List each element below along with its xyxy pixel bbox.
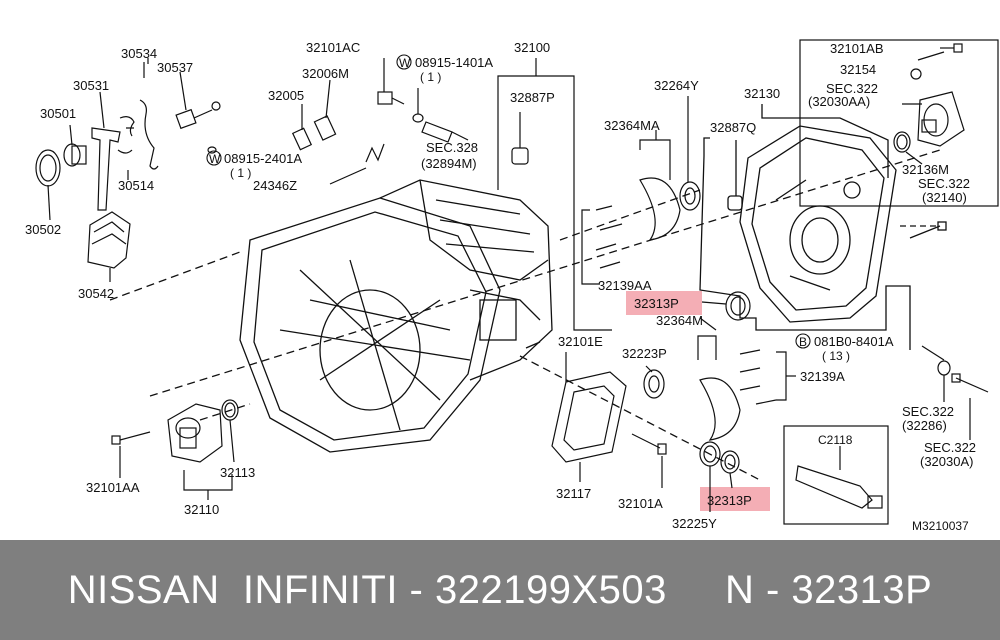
marker-w-2-text: W [209,152,221,166]
marker-w-2-icon [206,150,222,166]
footer-part-number: NISSAN INFINITI - 322199X503 N - 32313P [67,567,933,612]
label-32113: 32113 [220,465,255,480]
label-30531: 30531 [73,78,109,93]
label-32101ac: 32101AC [306,40,360,55]
label-081b0-8401a: 081B0-8401A [814,334,894,349]
label-32030aa-a: (32030AA) [808,94,870,109]
label-32101e: 32101E [558,334,603,349]
label-30542: 30542 [78,286,114,301]
label-30514: 30514 [118,178,154,193]
label-32100: 32100 [514,40,550,55]
label-30501: 30501 [40,106,76,121]
label-sec322-b: SEC.322 [918,176,970,191]
label-sec322-c: SEC.322 [902,404,954,419]
label-32894m: (32894M) [421,156,477,171]
label-sec322-a: SEC.322 [826,81,878,96]
top-right-box [799,39,999,207]
label-32110: 32110 [184,502,219,517]
label-m3210037: M3210037 [912,519,969,533]
label-32101aa: 32101AA [86,480,140,495]
marker-b-icon [795,333,811,349]
label-32030a: (32030A) [920,454,973,469]
label-30537: 30537 [157,60,193,75]
label-081b0-qty: ( 13 ) [822,349,850,363]
gasket-bearing-group [551,352,740,512]
marker-w-1-icon [396,54,412,70]
label-32136m: 32136M [902,162,949,177]
label-30502: 30502 [25,222,61,237]
label-32006m: 32006M [302,66,349,81]
label-32313p-bottom: 32313P [707,493,752,508]
transmission-case [109,149,941,481]
label-08915-1401a: 08915-1401A [415,55,493,70]
label-32117: 32117 [556,486,591,501]
label-30534: 30534 [121,46,157,61]
extension-housing-group [699,104,947,350]
label-32264y: 32264Y [654,78,699,93]
highlight-box-top [626,291,702,315]
label-08915-1401a-qty: ( 1 ) [420,70,441,84]
label-32286: (32286) [902,418,947,433]
label-32313p-top: 32313P [634,296,679,311]
label-32887p: 32887P [510,90,555,105]
label-32101ab: 32101AB [830,41,884,56]
label-32140: (32140) [922,190,967,205]
label-32225y: 32225Y [672,516,717,531]
switch-bolt-group [207,58,612,331]
label-32223p: 32223P [622,346,667,361]
label-sec322-d: SEC.322 [924,440,976,455]
highlight-box-bottom [700,487,770,511]
label-24346z: 24346Z [253,178,297,193]
label-08915-2401a-qty: ( 1 ) [230,166,251,180]
label-32364ma: 32364MA [604,118,660,133]
label-32154: 32154 [840,62,876,77]
marker-w-1-text: W [399,56,411,70]
shift-lever-group [35,58,221,282]
front-cover-group [111,399,239,500]
label-32139aa: 32139AA [598,278,652,293]
bottom-right-group [783,345,989,525]
label-32887q: 32887Q [710,120,756,135]
label-32130: 32130 [744,86,780,101]
marker-b-text: B [799,335,807,349]
label-32005: 32005 [268,88,304,103]
label-32364m: 32364M [656,313,703,328]
label-c2118: C2118 [818,433,853,447]
parts-diagram: W W B 30534 30537 30531 30501 30514 3050… [25,39,999,533]
shim-bolt-group [581,96,796,441]
label-32139a: 32139A [800,369,845,384]
label-sec328: SEC.328 [426,140,478,155]
footer-banner: NISSAN INFINITI - 322199X503 N - 32313P [0,540,1000,640]
label-32101a: 32101A [618,496,663,511]
label-08915-2401a: 08915-2401A [224,151,302,166]
